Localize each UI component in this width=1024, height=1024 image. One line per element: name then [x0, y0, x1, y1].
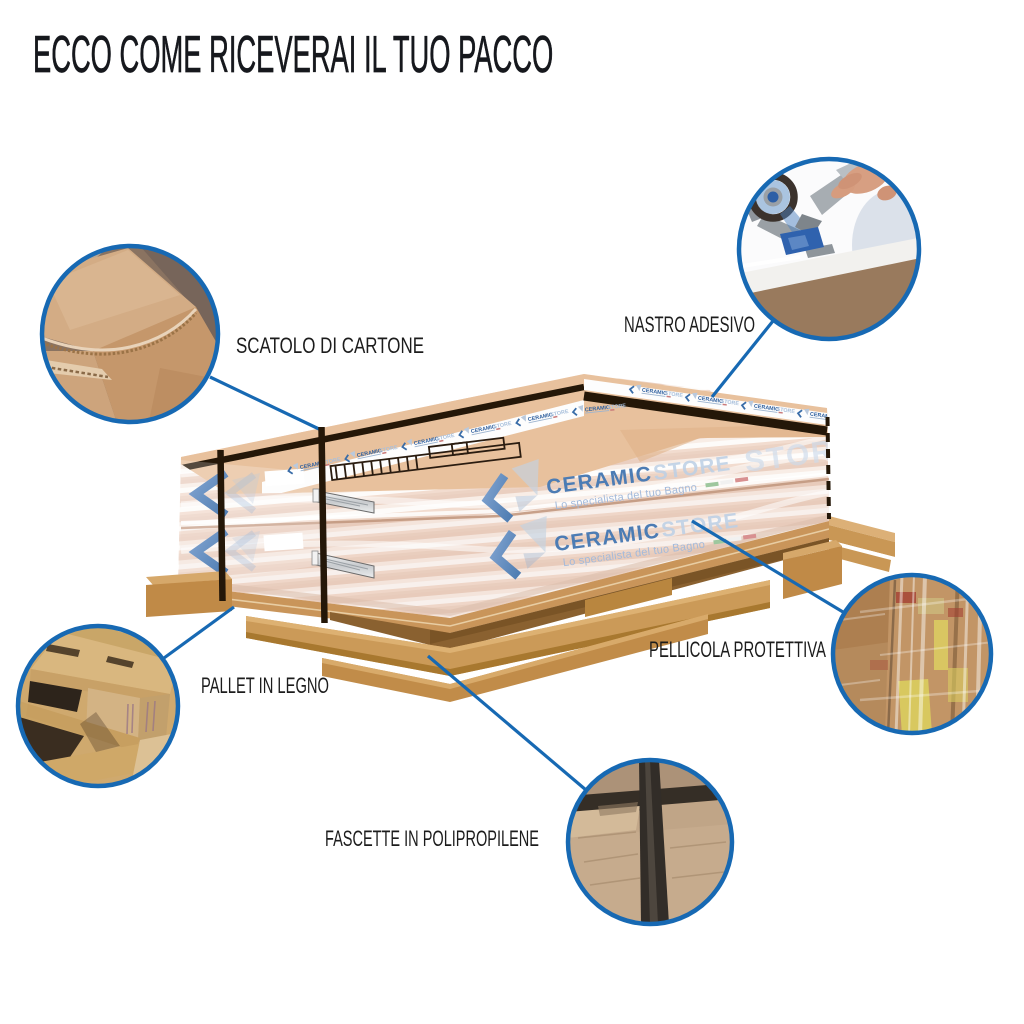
svg-text:CERAMIC: CERAMIC	[414, 436, 440, 447]
svg-text:CERAMIC: CERAMIC	[642, 388, 668, 397]
svg-text:CERAMIC: CERAMIC	[357, 448, 383, 459]
svg-text:SCATOLO DI CARTONE: SCATOLO DI CARTONE	[236, 333, 424, 358]
svg-text:STORE: STORE	[550, 409, 570, 419]
svg-text:CERAMIC: CERAMIC	[300, 460, 326, 471]
svg-text:STORE: STORE	[322, 457, 342, 467]
svg-text:STORE: STORE	[493, 421, 513, 431]
svg-text:CERAMIC: CERAMIC	[698, 396, 724, 405]
svg-text:STORE: STORE	[720, 399, 740, 408]
svg-text:CERAMIC: CERAMIC	[471, 424, 497, 435]
svg-text:CERAMIC: CERAMIC	[528, 412, 554, 423]
svg-text:ECCO COME RICEVERAI IL TUO PAC: ECCO COME RICEVERAI IL TUO PACCO	[33, 25, 553, 83]
svg-text:CERAMIC: CERAMIC	[810, 412, 836, 421]
svg-text:CERAMIC: CERAMIC	[585, 405, 611, 414]
svg-text:PALLET IN LEGNO: PALLET IN LEGNO	[201, 673, 329, 698]
svg-text:NASTRO ADESIVO: NASTRO ADESIVO	[624, 312, 755, 337]
svg-text:FASCETTE IN POLIPROPILENE: FASCETTE IN POLIPROPILENE	[325, 826, 539, 851]
svg-text:STORE: STORE	[776, 407, 796, 416]
svg-text:STORE: STORE	[379, 445, 399, 455]
svg-text:STORE: STORE	[664, 391, 684, 400]
svg-text:PELLICOLA PROTETTIVA: PELLICOLA PROTETTIVA	[649, 637, 826, 662]
svg-text:STORE: STORE	[607, 403, 626, 411]
svg-text:STORE: STORE	[436, 433, 456, 443]
svg-text:CERAMIC: CERAMIC	[754, 404, 780, 413]
